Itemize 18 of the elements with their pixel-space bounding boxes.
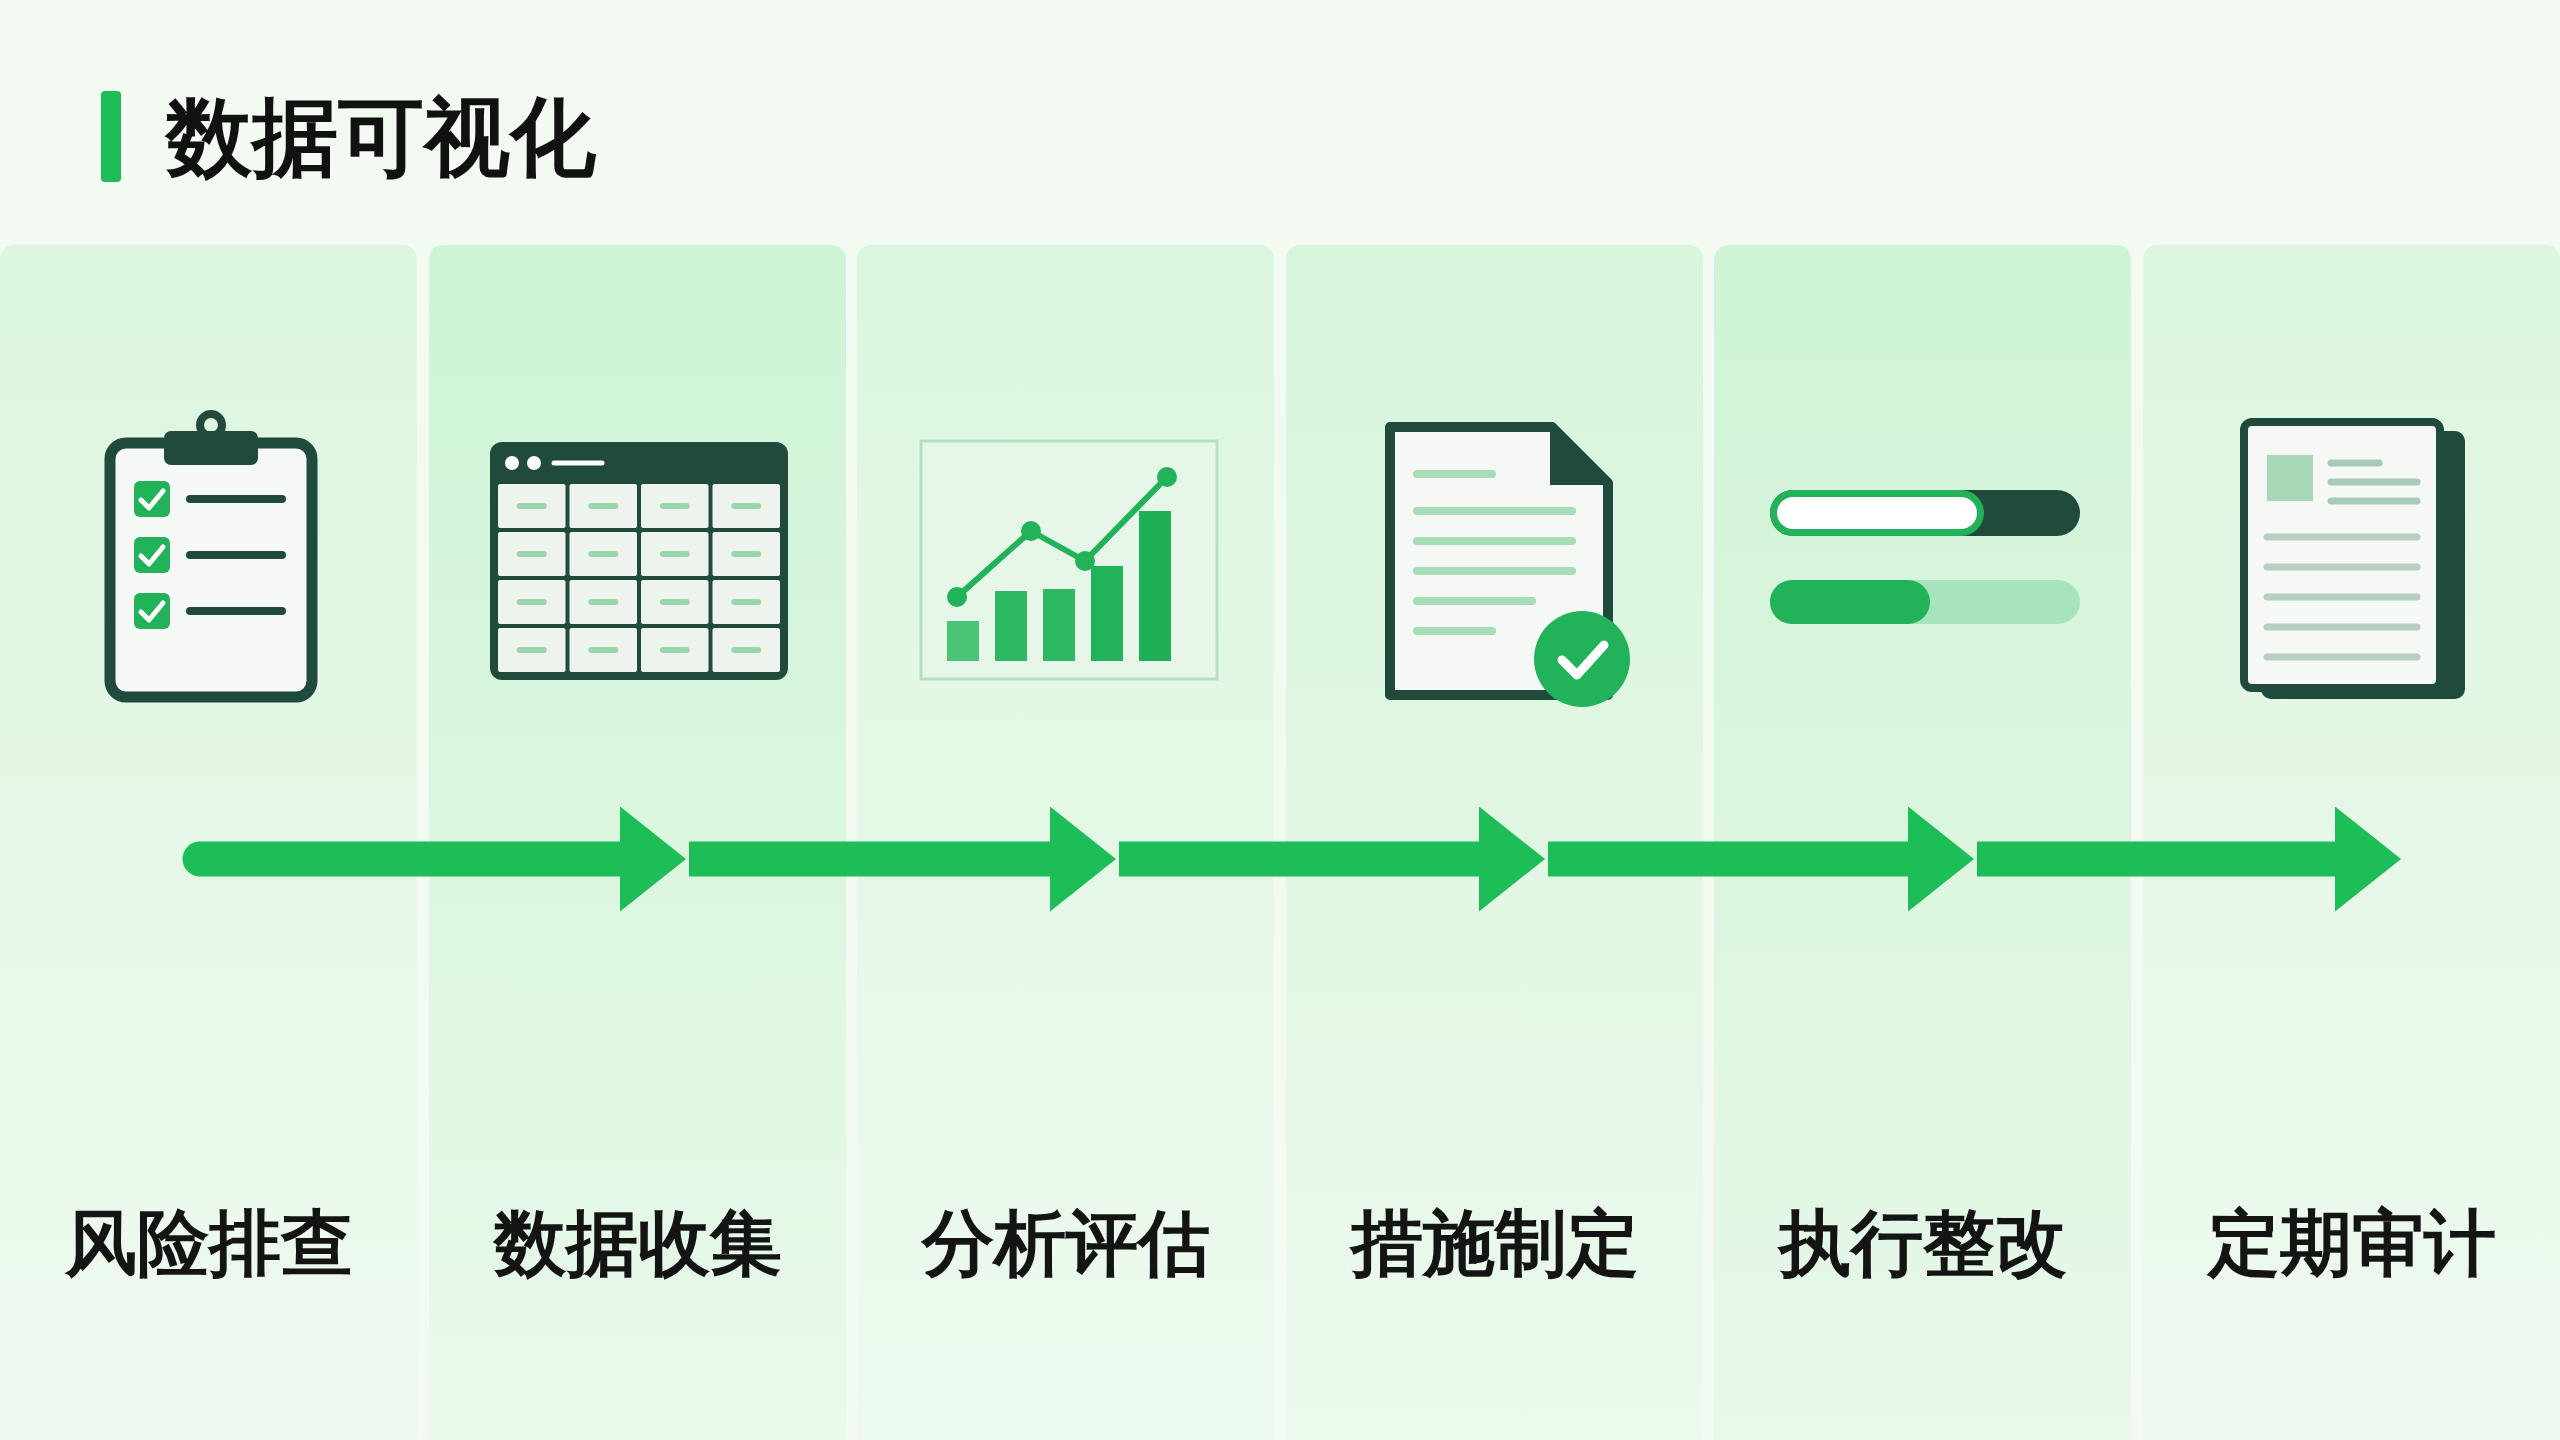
step-column [2143,245,2560,1440]
step-label: 风险排查 [64,1200,353,1286]
step-label: 分析评估 [921,1200,1210,1286]
flow-arrow [1977,806,2401,912]
flow-arrow [1119,806,1545,912]
step-label: 措施制定 [1350,1200,1639,1286]
step-label: 执行整改 [1778,1200,2067,1286]
step-label: 数据收集 [493,1200,782,1286]
flow-arrow [689,806,1116,912]
flow-arrow [1548,806,1974,912]
title: 数据可视化 [166,90,596,185]
step-column [429,245,846,1440]
step-column [0,245,417,1440]
step-column [857,245,1274,1440]
step-column [1714,245,2131,1440]
step-column [1286,245,1703,1440]
step-label: 定期审计 [2207,1200,2496,1286]
flow-arrow [182,806,686,912]
